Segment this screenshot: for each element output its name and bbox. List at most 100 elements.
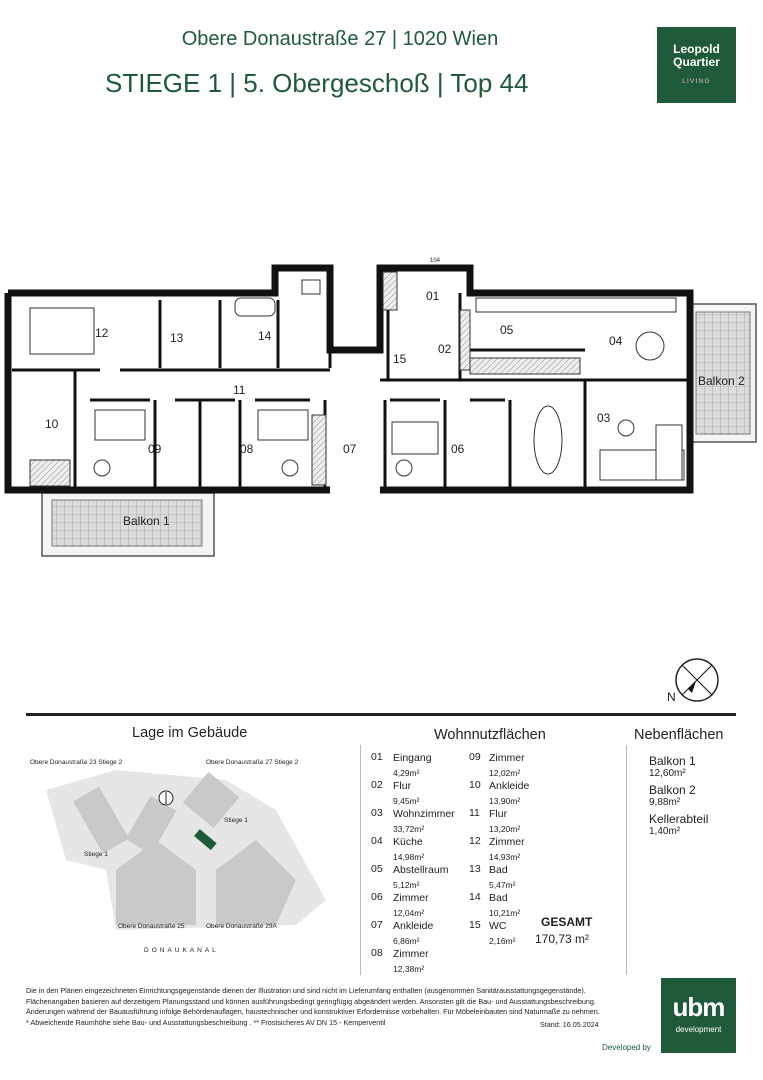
total-value: 170,73 m² <box>535 932 590 946</box>
room-label-07: 07 <box>343 442 357 456</box>
room-num: 06 <box>371 891 383 903</box>
extra-item-area: 1,40m² <box>649 826 681 837</box>
ubm-mark: ubm <box>672 992 726 1022</box>
room-name: Flur <box>489 808 508 820</box>
divider-rule <box>26 713 736 716</box>
stiege-1-left: Stiege 1 <box>84 851 108 858</box>
stand-date: Stand: 16.05.2024 <box>540 1020 599 1029</box>
room-num: 14 <box>469 891 481 903</box>
room-name: WC <box>489 920 507 932</box>
room-label-05: 05 <box>500 323 514 337</box>
room-label-14: 14 <box>258 329 272 343</box>
room-label-10: 10 <box>45 417 59 431</box>
room-label-15: 15 <box>393 352 407 366</box>
room-num: 11 <box>469 807 480 819</box>
room-area: 4,29m² <box>393 768 420 778</box>
ubm-logo: ubm development <box>661 978 736 1053</box>
street-bottom-right: Obere Donaustraße 29A <box>206 923 277 930</box>
room-area: 14,93m² <box>489 852 521 862</box>
extra-list: Balkon 1 12,60m² Balkon 2 9,88m² Kellera… <box>649 754 739 841</box>
north-label: N <box>667 690 676 704</box>
room-num: 05 <box>371 863 383 875</box>
logo-line-1: Leopold <box>673 42 720 56</box>
street-top-left: Obere Donaustraße 23 Stiege 2 <box>30 759 123 766</box>
room-label-12: 12 <box>95 326 109 340</box>
room-area: 12,38m² <box>393 964 425 974</box>
room-num: 10 <box>469 779 481 791</box>
extra-item-area: 9,88m² <box>649 797 681 808</box>
room-area: 14,98m² <box>393 852 425 862</box>
logo-line-3: LIVING <box>682 78 711 85</box>
separator-left <box>360 745 361 975</box>
room-num: 08 <box>371 947 383 959</box>
rooms-table: 01 Eingang 4,29m² 02 Flur 9,45m² 03 Wohn… <box>371 752 611 977</box>
room-num: 03 <box>371 807 383 819</box>
extra-item-name: Balkon 1 <box>649 754 696 768</box>
room-area: 6,86m² <box>393 936 420 946</box>
room-area: 13,20m² <box>489 824 521 834</box>
room-num: 13 <box>469 863 481 875</box>
room-label-09: 09 <box>148 442 162 456</box>
room-num: 15 <box>469 919 481 931</box>
ubm-word: development <box>675 1025 722 1034</box>
room-label-04: 04 <box>609 334 623 348</box>
room-num: 09 <box>469 751 481 763</box>
separator-right <box>626 745 627 975</box>
room-area: 5,12m² <box>393 880 420 890</box>
extra-title: Nebenflächen <box>634 727 724 743</box>
room-area: 12,04m² <box>393 908 425 918</box>
location-title: Lage im Gebäude <box>132 725 248 741</box>
address-heading: Obere Donaustraße 27 | 1020 Wien <box>181 28 499 50</box>
room-label-03: 03 <box>597 411 611 425</box>
room-num: 02 <box>371 779 383 791</box>
disclaimer-line-4: * Abweichende Raumhöhe siehe Bau- und Au… <box>26 1017 386 1027</box>
room-label-01: 01 <box>426 289 440 303</box>
room-area: 12,02m² <box>489 768 521 778</box>
disclaimer-line-3: Änderungen während der Bauausführung inf… <box>26 1007 600 1016</box>
door-tag: 104 <box>430 258 441 264</box>
balcony-1-label: Balkon 1 <box>123 514 170 528</box>
room-name: Küche <box>393 836 423 848</box>
street-top-right: Obere Donaustraße 27 Stiege 2 <box>206 759 299 766</box>
room-label-11: 11 <box>233 383 246 397</box>
areas-title: Wohnnutzflächen <box>434 727 546 743</box>
room-name: Eingang <box>393 752 432 764</box>
room-name: Bad <box>489 892 508 904</box>
room-name: Abstellraum <box>393 864 449 876</box>
room-num: 04 <box>371 835 383 847</box>
street-bottom-left: Obere Donaustraße 25 <box>118 923 185 930</box>
extra-item-area: 12,60m² <box>649 768 686 779</box>
room-name: Zimmer <box>489 752 525 764</box>
room-name: Zimmer <box>393 892 429 904</box>
unit-heading: STIEGE 1 | 5. Obergeschoß | Top 44 <box>105 68 529 98</box>
extra-item-name: Balkon 2 <box>649 783 696 797</box>
room-label-08: 08 <box>240 442 254 456</box>
unit-marker <box>194 829 217 851</box>
room-name: Ankleide <box>489 780 530 792</box>
disclaimer-line-1: Die in den Plänen eingezeichneten Einric… <box>26 986 586 995</box>
room-num: 07 <box>371 919 383 931</box>
room-name: Wohnzimmer <box>393 808 455 820</box>
total-label: GESAMT <box>541 915 593 929</box>
compass-icon <box>675 658 719 702</box>
canal-label: DONAUKANAL <box>144 947 219 954</box>
disclaimer-line-2: Flächenangaben basieren auf derzeitigem … <box>26 996 596 1006</box>
room-area: 2,16m² <box>489 936 516 946</box>
room-area: 33,72m² <box>393 824 425 834</box>
stiege-1-right: Stiege 1 <box>224 817 248 824</box>
room-name: Zimmer <box>393 948 429 960</box>
room-area: 10,21m² <box>489 908 521 918</box>
room-name: Ankleide <box>393 920 434 932</box>
room-name: Flur <box>393 780 412 792</box>
room-num: 12 <box>469 835 481 847</box>
disclaimer: Die in den Plänen eingezeichneten Einric… <box>26 986 616 1028</box>
room-area: 13,90m² <box>489 796 521 806</box>
room-area: 9,45m² <box>393 796 420 806</box>
room-label-13: 13 <box>170 331 184 345</box>
room-area: 5,47m² <box>489 880 516 890</box>
logo-line-2: Quartier <box>673 55 720 69</box>
room-label-02: 02 <box>438 342 452 356</box>
room-name: Bad <box>489 864 508 876</box>
room-name: Zimmer <box>489 836 525 848</box>
